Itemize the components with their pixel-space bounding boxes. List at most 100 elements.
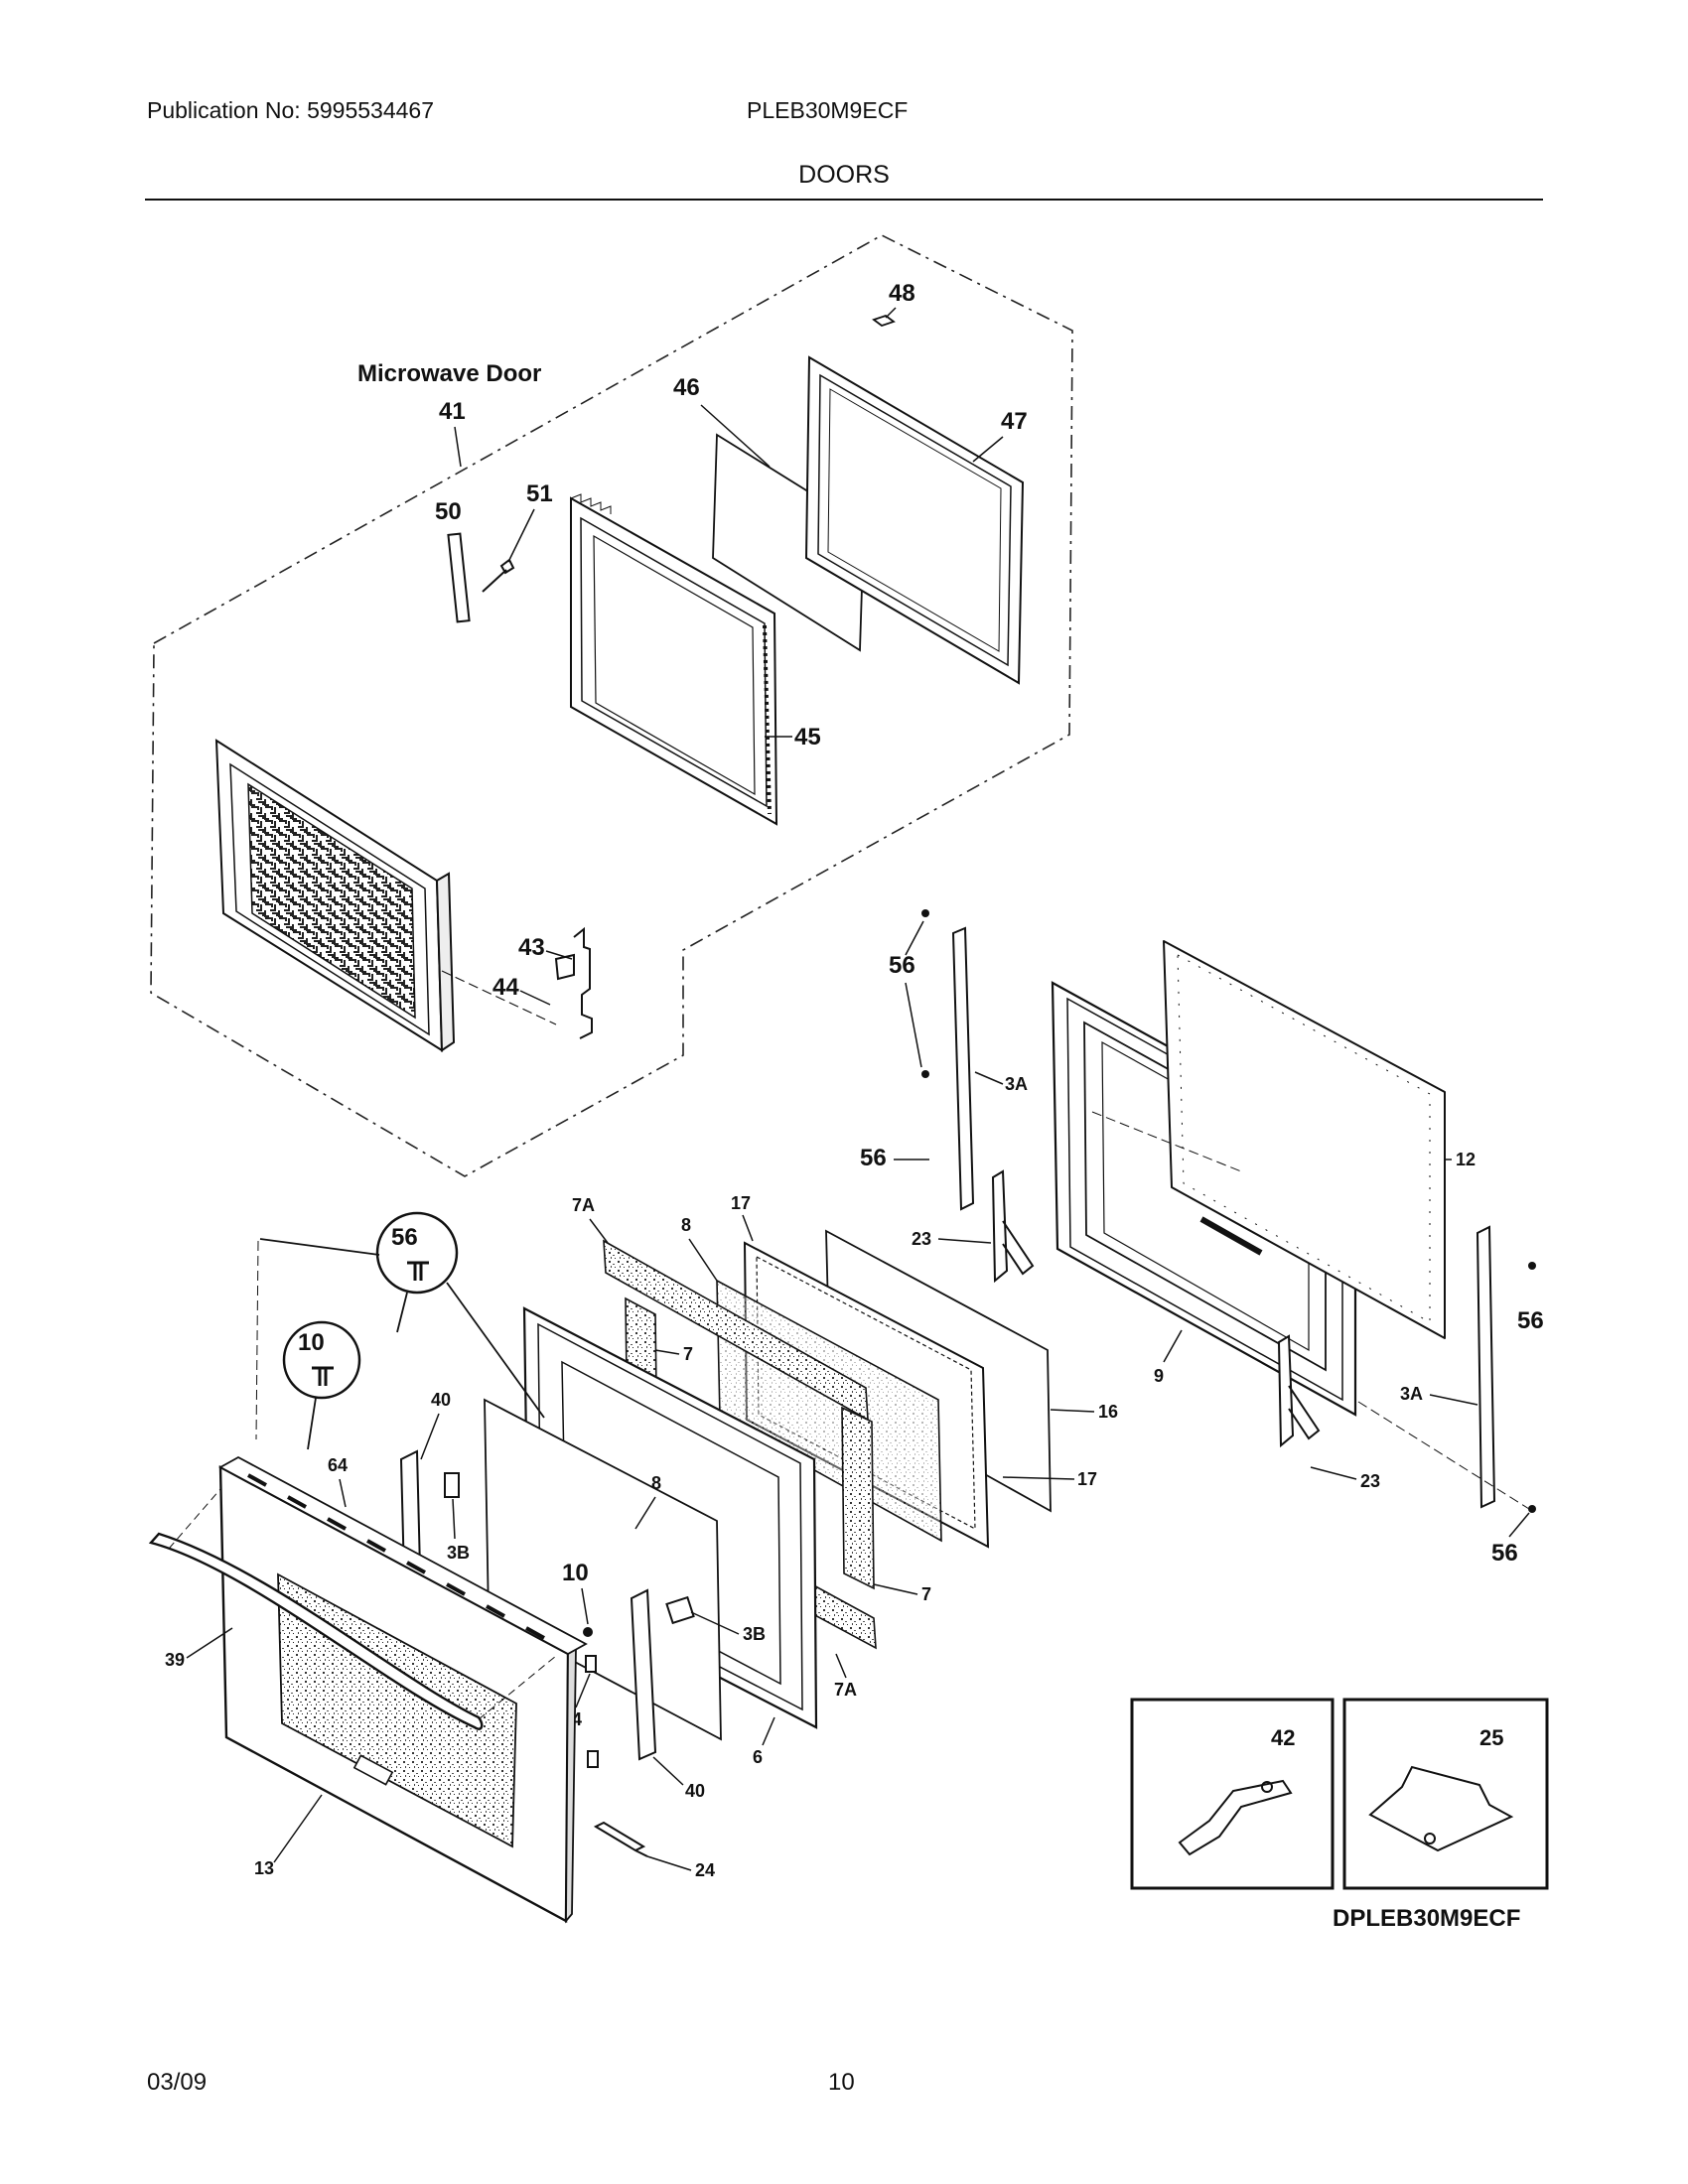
leader-3B-a (452, 1498, 456, 1540)
microwave-outer-door (214, 739, 456, 1052)
part-3B-clip-upper (444, 1472, 460, 1498)
screw-56-top (921, 909, 929, 917)
callout-48: 48 (889, 280, 915, 307)
part-50-latch (447, 532, 471, 623)
screw-10-lower (583, 1627, 593, 1637)
leader-3A-a (974, 1071, 1004, 1085)
callout-56-a: 56 (889, 952, 915, 979)
leader-24 (646, 1855, 692, 1871)
callout-10-a: 10 (298, 1329, 325, 1356)
part-12-gasket (1163, 940, 1446, 1339)
callout-39: 39 (165, 1650, 185, 1670)
magnifier-56 (375, 1211, 459, 1295)
leader-40-b (652, 1756, 684, 1786)
leader-47 (972, 436, 1004, 463)
leader-magnifier-56-c (396, 1292, 408, 1333)
part-12-gasket-inner (1177, 954, 1431, 1323)
leader-64-a (339, 1478, 347, 1508)
leader-9 (1163, 1329, 1183, 1363)
leader-13 (273, 1794, 323, 1863)
leader-6 (762, 1716, 775, 1746)
leader-39 (186, 1627, 233, 1659)
callout-47: 47 (1001, 408, 1028, 435)
callout-50: 50 (435, 498, 462, 525)
guide-handle-right (478, 1655, 557, 1720)
part-48-clip (872, 314, 896, 328)
inset-part-42: 42 (1130, 1698, 1335, 1890)
guide-door-left (255, 1240, 259, 1440)
leader-41 (454, 426, 462, 468)
leader-7A-b (835, 1653, 847, 1679)
callout-8-a: 8 (681, 1215, 691, 1235)
leader-7-b (873, 1583, 918, 1595)
microwave-door-group: Microwave Door 41 45 46 47 (150, 234, 1073, 1177)
publication-number: Publication No: 5995534467 (147, 97, 435, 123)
header-rule (145, 199, 1543, 201)
callout-7-a: 7 (683, 1344, 693, 1364)
part-3A-rail-left (951, 926, 975, 1211)
leader-44 (519, 990, 551, 1006)
callout-13: 13 (254, 1858, 274, 1878)
part-51-screw (482, 558, 515, 593)
part-23-hinge-lower (1277, 1334, 1321, 1448)
section-title: DOORS (798, 161, 890, 189)
leader-7A-a (589, 1218, 609, 1244)
oven-inner-door-group: 3A 56 56 9 12 23 23 (860, 909, 1544, 1567)
guide-handle-left (168, 1488, 221, 1550)
part-13-door-edge (565, 1646, 577, 1924)
leader-10-b (581, 1587, 589, 1625)
model-number: PLEB30M9ECF (747, 97, 909, 123)
leader-17-a (742, 1214, 754, 1242)
callout-8-b: 8 (651, 1473, 661, 1493)
part-47-inner-door (804, 355, 1025, 685)
page-number: 10 (828, 2069, 855, 2096)
callout-16: 16 (1098, 1402, 1118, 1422)
part-8-glass-lower (484, 1398, 722, 1741)
screw-56-right-top (1528, 1262, 1536, 1270)
part-13-top-vent-strip (218, 1455, 588, 1656)
callout-46: 46 (673, 374, 700, 401)
leader-3A-b (1429, 1394, 1478, 1406)
leader-56-a2 (905, 982, 922, 1068)
microwave-group-boundary (150, 234, 1073, 1177)
callout-41: 41 (439, 398, 466, 425)
footer-date: 03/09 (147, 2069, 208, 2096)
oven-middle-layers: 16 17 17 8 7A 7 7 7A 6 (399, 1193, 1118, 1801)
callout-17-b: 17 (1077, 1469, 1097, 1489)
callout-56-d: 56 (1491, 1540, 1518, 1567)
leader-8-a (688, 1238, 718, 1282)
screw-10-detail (312, 1366, 334, 1386)
callout-7A-b: 7A (834, 1680, 857, 1700)
magnifier-10 (282, 1320, 361, 1400)
callout-51: 51 (526, 480, 553, 507)
callout-3B-a: 3B (447, 1543, 470, 1563)
leader-56-d (1508, 1512, 1530, 1538)
leader-17-b (1002, 1476, 1075, 1480)
leader-magnifier-56-a (259, 1238, 380, 1256)
callout-23-a: 23 (912, 1229, 931, 1249)
callout-56-e: 56 (391, 1224, 418, 1251)
leader-51 (507, 508, 535, 563)
callout-24: 24 (695, 1860, 715, 1880)
callout-6: 6 (753, 1747, 763, 1767)
leader-magnifier-10 (307, 1397, 317, 1450)
screw-56-right-bottom (1528, 1505, 1536, 1513)
callout-17-a: 17 (731, 1193, 751, 1213)
guide-9-12 (1091, 1111, 1242, 1172)
part-23-hinge-upper (991, 1169, 1035, 1284)
leader-magnifier-56-b (446, 1282, 545, 1419)
screw-56-mid (921, 1070, 929, 1078)
callout-3B-b: 3B (743, 1624, 766, 1644)
group-title: Microwave Door (357, 360, 541, 387)
leader-23-b (1310, 1466, 1357, 1480)
leader-16 (1050, 1409, 1095, 1413)
leader-46 (700, 404, 771, 468)
leader-48 (885, 307, 897, 319)
drawing-id: DPLEB30M9ECF (1333, 1905, 1520, 1932)
part-39-handle (148, 1532, 484, 1730)
callout-56-c: 56 (1517, 1307, 1544, 1334)
screw-56-detail (407, 1261, 429, 1281)
leader-40-a (420, 1413, 440, 1460)
vent-slots (247, 1473, 545, 1640)
